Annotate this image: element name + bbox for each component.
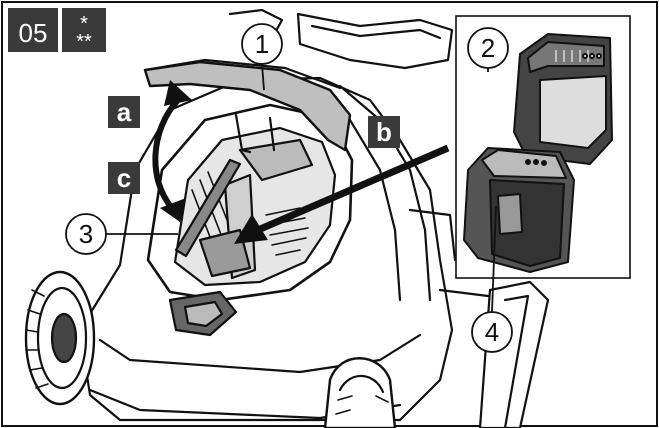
step-number: 05 xyxy=(19,18,48,48)
callout-circle-4 xyxy=(471,311,513,353)
arrow-head-up xyxy=(164,80,192,106)
rear-handle-bar xyxy=(478,280,550,428)
callout-3: 3 xyxy=(79,219,93,249)
mower-side-strut xyxy=(438,288,490,298)
callout-labels: 1 2 3 4 xyxy=(79,29,499,347)
front-grip-inner xyxy=(183,300,224,328)
step-number-box xyxy=(8,8,58,52)
difficulty-stars-top: * xyxy=(80,13,88,35)
letter-labels: a b c xyxy=(108,96,400,194)
mower-handle-inner xyxy=(310,24,442,40)
letter-b: b xyxy=(376,117,392,147)
mower-deck-contour-2 xyxy=(338,84,432,302)
letter-box-c xyxy=(108,162,140,194)
lid-hinge-right xyxy=(268,116,276,152)
callout-circle-1 xyxy=(241,23,283,65)
callout-circle-3 xyxy=(65,213,107,255)
battery-contact-block xyxy=(238,138,314,182)
insert-battery-arrow xyxy=(256,144,450,234)
mower-deck-front-edge xyxy=(98,333,422,374)
rear-handle-bar-inner xyxy=(503,294,530,428)
mower-handle-top xyxy=(296,12,454,70)
step-badge: 05 * ** xyxy=(8,8,106,53)
lawn-mower-illustration xyxy=(24,8,550,428)
battery-pack-top xyxy=(513,33,613,165)
rear-wheel xyxy=(323,357,397,428)
arrow-head-down xyxy=(160,198,186,222)
mower-deck-contour-3 xyxy=(408,208,457,262)
numbered-callouts xyxy=(65,23,513,353)
difficulty-box xyxy=(62,8,106,52)
callout-line-4 xyxy=(491,205,497,313)
difficulty-stars-bottom: ** xyxy=(76,31,92,53)
callout-1: 1 xyxy=(255,29,269,59)
lid-open-close-arrow xyxy=(152,97,181,210)
front-left-wheel xyxy=(24,270,96,406)
insert-arrow-head xyxy=(234,214,268,244)
compartment-lid-top xyxy=(143,58,342,90)
battery-latch-bar xyxy=(174,158,242,258)
callout-2: 2 xyxy=(481,33,495,63)
letter-box-b xyxy=(368,116,400,148)
compartment-lid xyxy=(143,60,352,152)
letter-a: a xyxy=(117,97,132,127)
letter-box-a xyxy=(108,96,140,128)
lid-hinge-left xyxy=(234,113,252,154)
callout-circle-2 xyxy=(467,27,509,69)
callout-line-1 xyxy=(261,63,265,91)
motion-arrows xyxy=(152,80,450,244)
callout-4: 4 xyxy=(485,317,499,347)
battery-pack-bottom xyxy=(463,147,575,273)
letter-c: c xyxy=(117,163,131,193)
